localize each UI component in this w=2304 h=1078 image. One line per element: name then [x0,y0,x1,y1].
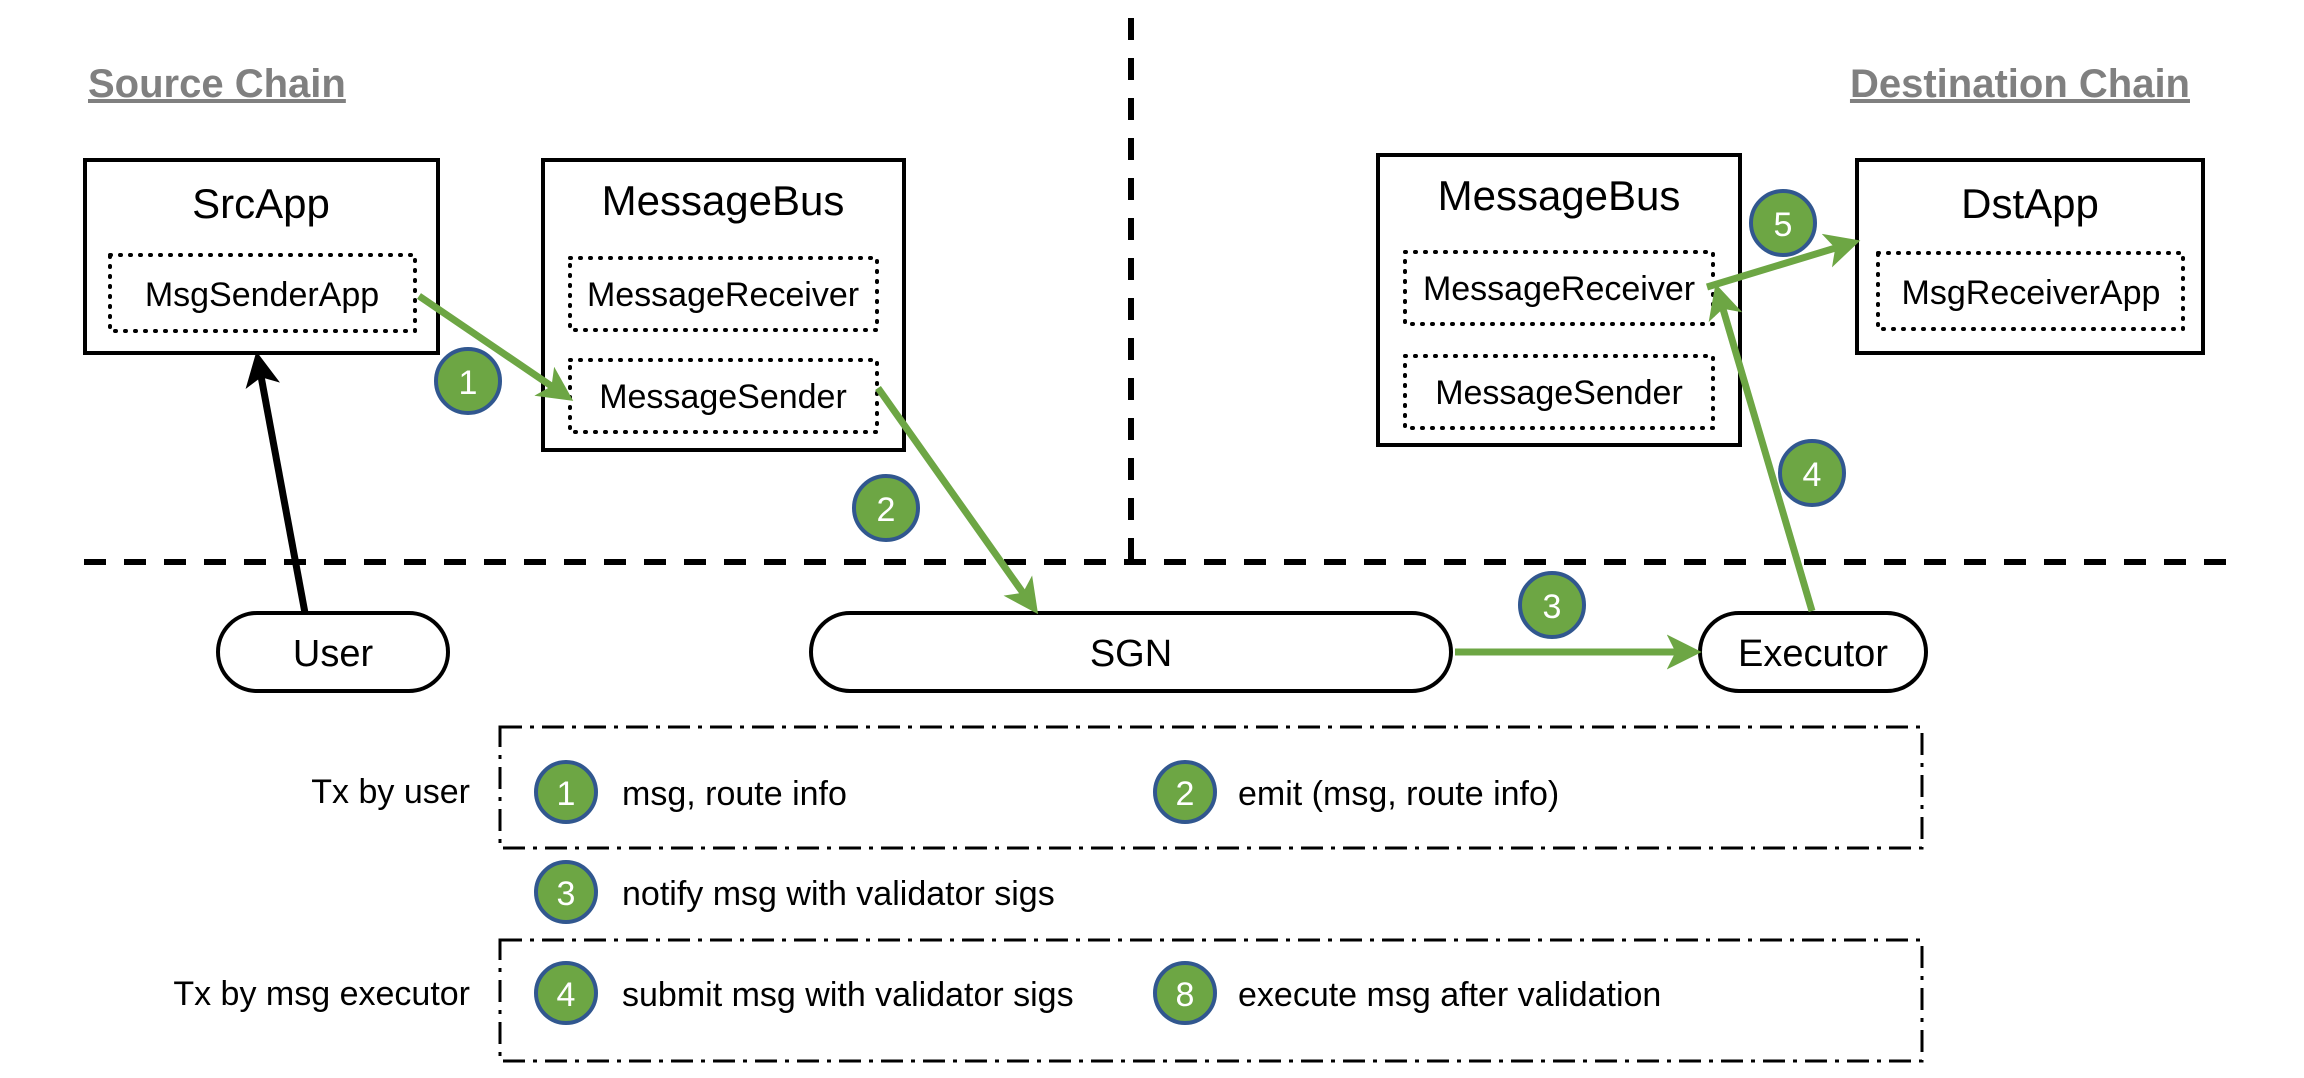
legend-badge-4-circle [534,961,598,1025]
src-app-box[interactable]: SrcApp MsgSenderApp [83,158,440,355]
legend-text-4: submit msg with validator sigs [622,976,1074,1014]
flow-badge-5: 5 [1749,189,1817,257]
destination-message-sender-label: MessageSender [1435,374,1683,412]
destination-message-bus-box[interactable]: MessageBus MessageReceiver MessageSender [1376,153,1742,447]
flow-badge-1: 1 [434,347,502,415]
src-app-title: SrcApp [192,180,330,227]
flow-badge-5-number: 5 [1774,206,1793,244]
flow-badge-3: 3 [1518,571,1586,639]
sgn-label: SGN [1090,633,1172,675]
legend-badge-1-circle [534,760,598,824]
source-message-receiver-outline [568,256,879,332]
arrow-2-messagesender-to-sgn [875,385,1039,615]
flow-badge-4: 4 [1778,439,1846,507]
user-node[interactable]: User [216,611,450,693]
legend-text-3: notify msg with validator sigs [622,875,1055,913]
legend-text-1: msg, route info [622,775,847,813]
dst-app-title: DstApp [1961,180,2099,227]
flow-badge-3-number: 3 [1543,588,1562,626]
arrow-4-executor-to-messagereceiver [1708,283,1816,612]
legend-item-2: 2 emit (msg, route info) [1153,760,1559,824]
legend-text-2: emit (msg, route info) [1238,775,1559,813]
legend-item-8: 8 execute msg after validation [1153,961,1661,1025]
legend-badge-8-number: 8 [1176,976,1195,1014]
user-outline [216,611,450,693]
flow-badge-5-circle [1749,189,1817,257]
destination-message-receiver-outline [1403,250,1715,326]
flow-badge-1-number: 1 [459,364,478,402]
flow-badge-4-circle [1778,439,1846,507]
legend-badge-1-number: 1 [557,775,576,813]
dst-app-box[interactable]: DstApp MsgReceiverApp [1855,158,2205,355]
source-message-bus-title: MessageBus [602,177,845,224]
legend-item-3: 3 notify msg with validator sigs [534,860,1055,924]
legend-badge-2-number: 2 [1176,775,1195,813]
destination-message-receiver-label: MessageReceiver [1423,270,1695,308]
arrow-user-to-srcapp [245,351,309,614]
destination-message-bus-title: MessageBus [1438,172,1681,219]
flow-badge-3-circle [1518,571,1586,639]
arrow-1-msgsenderapp-to-messagesender [417,293,574,401]
sgn-outline [809,611,1453,693]
legend-box-tx-by-msg-executor [498,938,1924,1063]
legend-badge-3-circle [534,860,598,924]
flow-badge-1-circle [434,347,502,415]
user-label: User [293,633,374,675]
flow-badge-4-number: 4 [1803,456,1822,494]
executor-node[interactable]: Executor [1698,611,1928,693]
legend-badge-2-circle [1153,760,1217,824]
legend-badge-3-number: 3 [557,875,576,913]
flow-badge-2-circle [852,474,920,542]
legend-item-1: 1 msg, route info [534,760,847,824]
legend-row-label-tx-by-user: Tx by user [311,773,470,811]
destination-chain-header: Destination Chain [1850,62,2190,106]
legend-box-tx-by-user [498,725,1924,850]
msg-receiver-app-outline [1876,251,2185,331]
msg-receiver-app-label: MsgReceiverApp [1902,274,2161,312]
destination-message-sender-outline [1403,354,1715,430]
executor-label: Executor [1738,633,1888,675]
legend-text-8: execute msg after validation [1238,976,1661,1014]
legend-item-4: 4 submit msg with validator sigs [534,961,1074,1025]
arrow-5-messagereceiver-to-dstapp [1705,233,1861,291]
source-message-sender-label: MessageSender [599,378,847,416]
source-message-bus-box[interactable]: MessageBus MessageReceiver MessageSender [541,158,906,452]
flow-badge-2-number: 2 [877,491,896,529]
source-chain-header: Source Chain [88,62,346,106]
msg-sender-app-outline [108,253,417,333]
legend-badge-8-circle [1153,961,1217,1025]
legend-badge-4-number: 4 [557,976,576,1014]
legend-row-label-tx-by-msg-executor: Tx by msg executor [173,975,470,1013]
msg-sender-app-label: MsgSenderApp [145,276,379,314]
sgn-node[interactable]: SGN [809,611,1453,693]
flow-badge-2: 2 [852,474,920,542]
source-message-receiver-label: MessageReceiver [587,276,859,314]
